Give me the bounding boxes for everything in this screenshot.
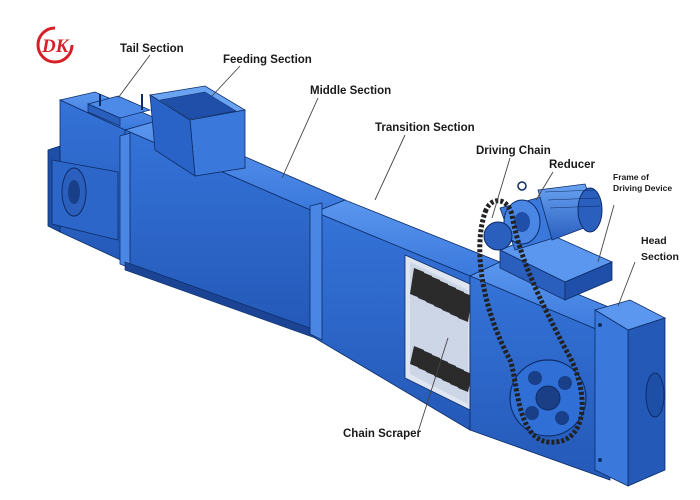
leader-tail-section bbox=[117, 54, 151, 99]
label-frame-of-driving-device: Frame of Driving Device bbox=[613, 172, 672, 194]
label-frame-line2: Driving Device bbox=[613, 183, 673, 193]
leader-middle-section bbox=[281, 97, 319, 179]
leader-driving-chain bbox=[491, 157, 511, 219]
label-transition-section: Transition Section bbox=[375, 122, 475, 134]
label-reducer: Reducer bbox=[549, 159, 596, 171]
label-head-line1: Head bbox=[641, 235, 667, 247]
scraper-plate bbox=[458, 370, 472, 392]
label-driving-chain: Driving Chain bbox=[476, 145, 551, 157]
label-tail-section: Tail Section bbox=[120, 43, 184, 55]
label-feeding-section: Feeding Section bbox=[223, 54, 312, 66]
leader-transition-section bbox=[374, 134, 406, 201]
label-head-section: Head Section bbox=[641, 233, 679, 265]
company-logo: DK bbox=[36, 26, 74, 64]
feeding-section bbox=[148, 85, 247, 177]
leader-head-section bbox=[617, 261, 636, 307]
leader-lines bbox=[117, 54, 636, 433]
leader-driving-frame bbox=[597, 204, 615, 263]
leader-chain-scraper bbox=[417, 337, 449, 433]
logo-lettering: DK bbox=[41, 36, 70, 57]
label-chain-scraper: Chain Scraper bbox=[343, 428, 421, 440]
leader-feeding-section bbox=[211, 65, 241, 97]
scraper-plate bbox=[458, 292, 472, 322]
leader-reducer bbox=[535, 171, 554, 201]
reducer bbox=[499, 181, 603, 251]
chain-scraper bbox=[410, 268, 472, 392]
driving-chain bbox=[477, 198, 587, 445]
label-middle-section: Middle Section bbox=[310, 85, 392, 97]
label-frame-line1: Frame of bbox=[613, 172, 649, 182]
label-head-line2: Section bbox=[641, 251, 679, 263]
tail-section bbox=[47, 91, 162, 263]
